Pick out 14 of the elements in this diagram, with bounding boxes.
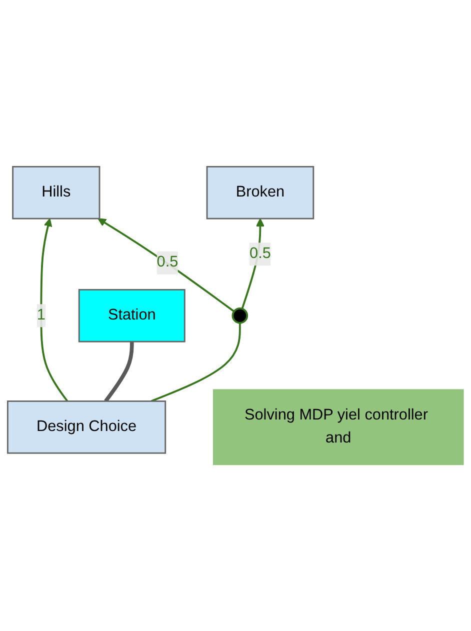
arrow [40, 218, 68, 402]
connector [104, 341, 134, 402]
edge-label: 1 [36, 306, 46, 324]
node-circle [232, 307, 248, 324]
node-box: Station [78, 288, 186, 342]
node-box: Broken [206, 166, 314, 220]
node-box: Design Choice [6, 400, 166, 454]
edge-label: 0.5 [250, 245, 271, 262]
connector [150, 322, 241, 402]
arrow [98, 218, 235, 312]
node-box: Hills [12, 166, 100, 220]
arrow [241, 218, 264, 309]
node-box: Solving MDP yiel controller and [212, 389, 464, 465]
edge-label: 0.5 [156, 254, 178, 270]
